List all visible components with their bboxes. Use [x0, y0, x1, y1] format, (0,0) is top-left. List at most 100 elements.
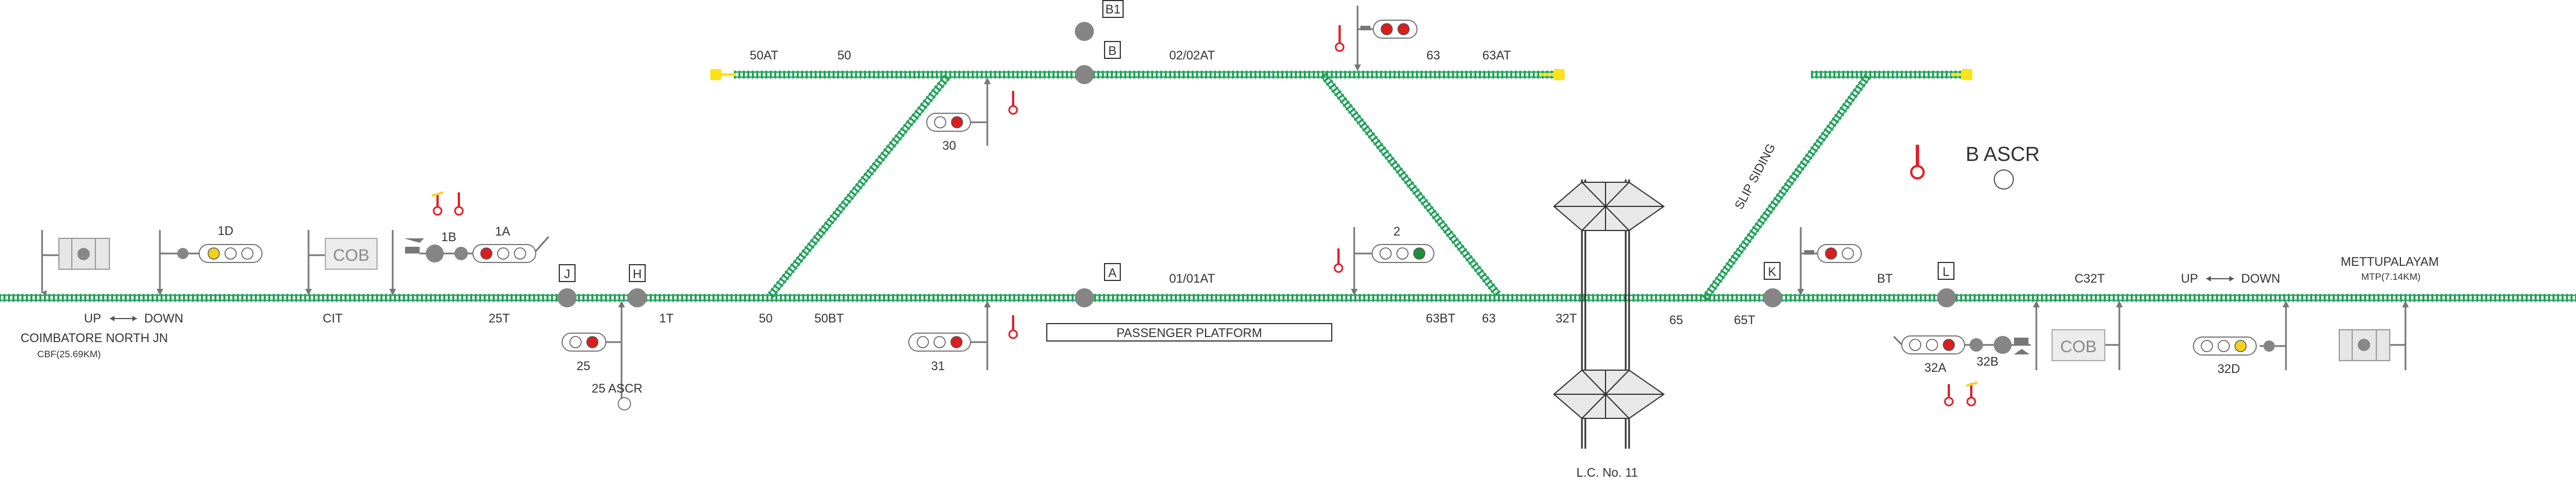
track-rail	[772, 77, 951, 297]
label-63: 63	[1482, 311, 1496, 325]
dir-up-right: UP	[2181, 271, 2198, 285]
signal-31-label: 31	[931, 359, 945, 373]
signal-30-label: 30	[942, 139, 956, 153]
double-arrow-icon	[2206, 276, 2234, 282]
left-station: UP DOWN COIMBATORE NORTH JN CBF(25.69KM)	[21, 311, 183, 359]
dot-b1	[1075, 22, 1094, 41]
b-ascr: B ASCR	[1910, 142, 2040, 190]
track-dots	[558, 22, 1956, 307]
main-line-track	[0, 294, 2576, 302]
marker-b1: B1	[1102, 0, 1124, 18]
label-50bt: 50BT	[815, 311, 844, 325]
signal-1d-label: 1D	[218, 224, 233, 238]
svg-text:H: H	[633, 267, 642, 281]
label-63-top: 63	[1427, 48, 1440, 62]
label-1t: 1T	[659, 311, 674, 325]
cob-right-label: COB	[2060, 338, 2096, 356]
lever-icon	[1966, 381, 1978, 407]
dot-h	[628, 288, 647, 307]
signal-25-ascr-label: 25 ASCR	[592, 381, 643, 395]
marker-h: H	[629, 264, 646, 282]
crossover-left-track	[767, 73, 951, 298]
signal-bt	[1797, 227, 1862, 296]
level-crossing-label: L.C. No. 11	[1576, 465, 1638, 480]
signal-32b-label: 32B	[1976, 354, 1998, 368]
marker-k: K	[1764, 262, 1781, 280]
label-cit: CIT	[323, 311, 342, 325]
label-65: 65	[1669, 313, 1683, 327]
lever-icon	[1333, 248, 1344, 273]
track-rail	[1321, 77, 1497, 297]
label-50: 50	[759, 311, 772, 325]
lever-icon	[1335, 25, 1345, 52]
station-right-name: METTUPALAYAM	[2341, 255, 2439, 269]
track-sleepers	[767, 75, 950, 298]
signal-63-top	[1335, 6, 1418, 71]
track-rail	[1703, 73, 1867, 297]
label-25t: 25T	[489, 311, 510, 325]
label-32t: 32T	[1556, 311, 1577, 325]
dot-a	[1075, 288, 1094, 307]
svg-text:A: A	[1108, 266, 1117, 280]
right-station: UP DOWN METTUPALAYAM MTP(7.14KM)	[2181, 255, 2439, 285]
track-sleepers	[1320, 72, 1501, 297]
station-left-code: CBF(25.69KM)	[37, 349, 100, 359]
dot-l	[1937, 288, 1956, 307]
dir-up-left: UP	[84, 311, 102, 325]
level-crossing-gate: L.C. No. 11	[1553, 179, 1665, 480]
label-63bt: 63BT	[1426, 311, 1456, 325]
buffer-stop-left	[710, 69, 736, 80]
signal-25: 25 25 ASCR	[562, 301, 643, 411]
buffer-stop-slip	[1951, 69, 1972, 80]
label-65t: 65T	[1734, 313, 1755, 327]
cob-left: COB	[305, 230, 378, 296]
marker-l: L	[1938, 262, 1954, 280]
label-63at: 63AT	[1483, 48, 1511, 62]
label-50-top: 50	[838, 48, 851, 62]
double-arrow-icon	[110, 316, 137, 321]
label-02-02at: 02/02AT	[1169, 48, 1215, 62]
track-rail	[769, 73, 947, 293]
signal-1b-label: 1B	[441, 230, 457, 244]
b-ascr-label: B ASCR	[1966, 142, 2040, 165]
signal-32a-label: 32A	[1924, 361, 1946, 375]
signal-1a-label: 1A	[495, 224, 510, 238]
svg-text:B1: B1	[1106, 2, 1121, 16]
track-sleepers	[1701, 73, 1871, 301]
track-sleepers	[1811, 71, 1961, 79]
svg-text:L: L	[1943, 265, 1949, 279]
dot-k	[1763, 288, 1782, 307]
svg-text:K: K	[1768, 265, 1777, 279]
track-rail	[1706, 76, 1871, 300]
station-left-name: COIMBATORE NORTH JN	[21, 331, 168, 345]
gate-barrier-top	[1553, 182, 1665, 231]
gate-barrier-bottom	[1553, 370, 1665, 419]
marker-b: B	[1104, 41, 1121, 59]
signal-32d-label: 32D	[2218, 362, 2240, 376]
slip-diagonal-track	[1701, 73, 1871, 301]
lever-icon	[431, 191, 444, 216]
lever-icon	[1008, 315, 1018, 339]
lever-icon	[454, 192, 464, 216]
signal-2: 2	[1333, 224, 1434, 296]
ascr-indicator	[618, 397, 631, 411]
tracks	[0, 71, 2576, 302]
signal-32a-32b: 32A 32B	[1893, 301, 2040, 407]
cob-left-label: COB	[333, 246, 369, 265]
label-bt: BT	[1877, 271, 1893, 285]
dot-b	[1075, 65, 1094, 84]
loop-line-track	[734, 71, 1560, 79]
track-rail	[1325, 73, 1501, 293]
slip-siding-track	[1811, 71, 1963, 79]
signal-2-label: 2	[1393, 224, 1400, 238]
marker-j: J	[559, 264, 576, 282]
signal-25-label: 25	[577, 359, 590, 373]
passenger-platform: PASSENGER PLATFORM	[1046, 323, 1332, 342]
track-circuit-labels: CIT 25T 1T 50 50BT 50AT 50 02/02AT 63 63…	[323, 48, 2105, 327]
lever-icon	[1910, 145, 1925, 179]
buffer-stop-right-top	[1540, 69, 1565, 80]
dir-down-right: DOWN	[2241, 271, 2280, 285]
stop-board-left	[41, 230, 110, 296]
